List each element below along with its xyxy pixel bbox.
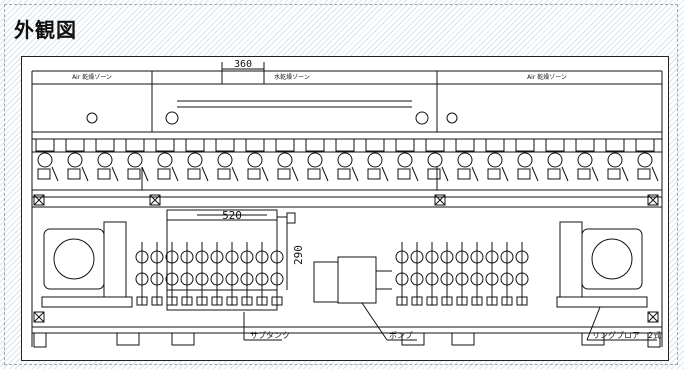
zone-label-center: 水乾燥ゾーン — [274, 73, 310, 81]
spray-unit — [35, 138, 59, 182]
spray-unit — [455, 138, 479, 182]
dimension-tank-width: 520 — [222, 209, 242, 222]
spray-unit — [605, 138, 629, 182]
nozzle-unit — [180, 242, 194, 306]
spray-unit — [515, 138, 539, 182]
spray-unit — [305, 138, 329, 182]
nozzle-unit — [470, 242, 484, 306]
spray-unit — [635, 138, 659, 182]
spray-unit — [545, 138, 569, 182]
spray-unit — [395, 138, 419, 182]
nozzle-unit — [270, 242, 284, 306]
spray-unit — [185, 138, 209, 182]
callout-pump: ポンプ — [389, 331, 413, 340]
spray-unit — [485, 138, 509, 182]
zone-label-left: Air 乾燥ゾーン — [72, 73, 112, 81]
nozzle-unit — [195, 242, 209, 306]
spray-unit — [215, 138, 239, 182]
spray-unit — [275, 138, 299, 182]
page-title: 外観図 — [14, 18, 77, 42]
spray-unit — [155, 138, 179, 182]
nozzle-unit — [135, 242, 149, 306]
callout-ring-blower: リングブロア 2式 — [592, 330, 661, 340]
drawing-svg: Air 乾燥ゾーン 水乾燥ゾーン Air 乾燥ゾーン 360 520 290 サ… — [31, 59, 663, 348]
nozzle-unit — [210, 242, 224, 306]
technical-drawing: Air 乾燥ゾーン 水乾燥ゾーン Air 乾燥ゾーン 360 520 290 サ… — [21, 56, 669, 361]
nozzle-unit — [150, 242, 164, 306]
nozzle-unit — [440, 242, 454, 306]
nozzle-unit — [225, 242, 239, 306]
nozzle-unit — [485, 242, 499, 306]
spray-unit — [575, 138, 599, 182]
spray-unit — [425, 138, 449, 182]
nozzle-unit — [255, 242, 269, 306]
spray-unit — [245, 138, 269, 182]
nozzle-unit — [410, 242, 424, 306]
spray-unit — [125, 138, 149, 182]
nozzle-unit — [240, 242, 254, 306]
dimension-top-span: 360 — [234, 59, 252, 70]
spray-unit — [65, 138, 89, 182]
nozzle-unit — [395, 242, 409, 306]
spray-unit — [95, 138, 119, 182]
callout-sub-tank: サブタンク — [250, 330, 290, 340]
nozzle-unit — [165, 242, 179, 306]
spray-unit — [335, 138, 359, 182]
page-frame — [4, 4, 678, 365]
nozzle-unit — [500, 242, 514, 306]
nozzle-unit — [455, 242, 469, 306]
zone-label-right: Air 乾燥ゾーン — [527, 73, 567, 81]
nozzle-unit — [425, 242, 439, 306]
nozzle-unit — [515, 242, 529, 306]
dimension-tank-height: 290 — [292, 245, 305, 265]
spray-unit — [365, 138, 389, 182]
